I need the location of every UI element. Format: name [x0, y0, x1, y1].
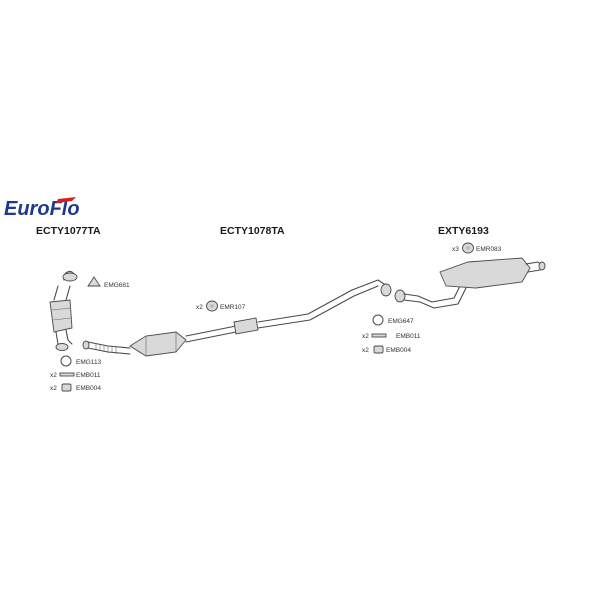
fitting-emb004: x2 EMB004 — [50, 383, 101, 392]
logo-text: EuroFlo — [4, 198, 80, 220]
fitting-code: EMG681 — [104, 282, 130, 289]
fitting-code: EMB004 — [386, 347, 411, 354]
nut-icon — [61, 383, 72, 392]
fitting-emg647: EMG647 — [372, 314, 414, 326]
fitting-emb011: x2 EMB011 — [50, 372, 101, 379]
fitting-code: EMR083 — [476, 246, 502, 253]
fitting-code: EMB011 — [76, 372, 101, 379]
fitting-emg113: EMG113 — [60, 355, 102, 367]
front-catalytic-converter — [49, 270, 78, 351]
fitting-emb011-rear: x2 EMB011 — [362, 333, 421, 340]
section-title-ecty1077ta: ECTY1077TA — [36, 225, 101, 237]
fitting-qty: x2 — [196, 304, 203, 311]
bolt-icon — [371, 333, 387, 338]
fitting-code: EMG113 — [76, 359, 102, 366]
fitting-code: EMR107 — [220, 304, 246, 311]
fitting-emr107: x2 EMR107 — [196, 300, 246, 312]
euroflo-logo: EuroFlo — [4, 197, 80, 220]
rear-silencer — [394, 257, 546, 309]
centre-pipe-flange — [380, 283, 392, 297]
ring-gasket-icon — [372, 314, 384, 326]
fitting-code: EMB011 — [396, 333, 421, 340]
fitting-emr083: x3 EMR083 — [452, 242, 502, 254]
section-title-exty6193: EXTY6193 — [438, 225, 489, 237]
nut-icon — [373, 345, 384, 354]
fitting-emb004-rear: x2 EMB004 — [362, 345, 411, 354]
fitting-code: EMG647 — [388, 318, 414, 325]
fitting-qty: x2 — [50, 385, 57, 392]
fitting-emg681: EMG681 — [87, 276, 130, 289]
fitting-qty: x2 — [362, 347, 369, 354]
fitting-code: EMB004 — [76, 385, 101, 392]
bolt-icon — [59, 372, 75, 377]
logo-swoosh — [56, 197, 76, 203]
fitting-qty: x3 — [452, 246, 459, 253]
fitting-qty: x2 — [362, 333, 369, 340]
ring-gasket-icon — [60, 355, 72, 367]
section-title-ecty1078ta: ECTY1078TA — [220, 225, 285, 237]
centre-pipe-with-catalyst — [82, 279, 392, 357]
gasket-icon — [87, 276, 101, 287]
fitting-qty: x2 — [50, 372, 57, 379]
